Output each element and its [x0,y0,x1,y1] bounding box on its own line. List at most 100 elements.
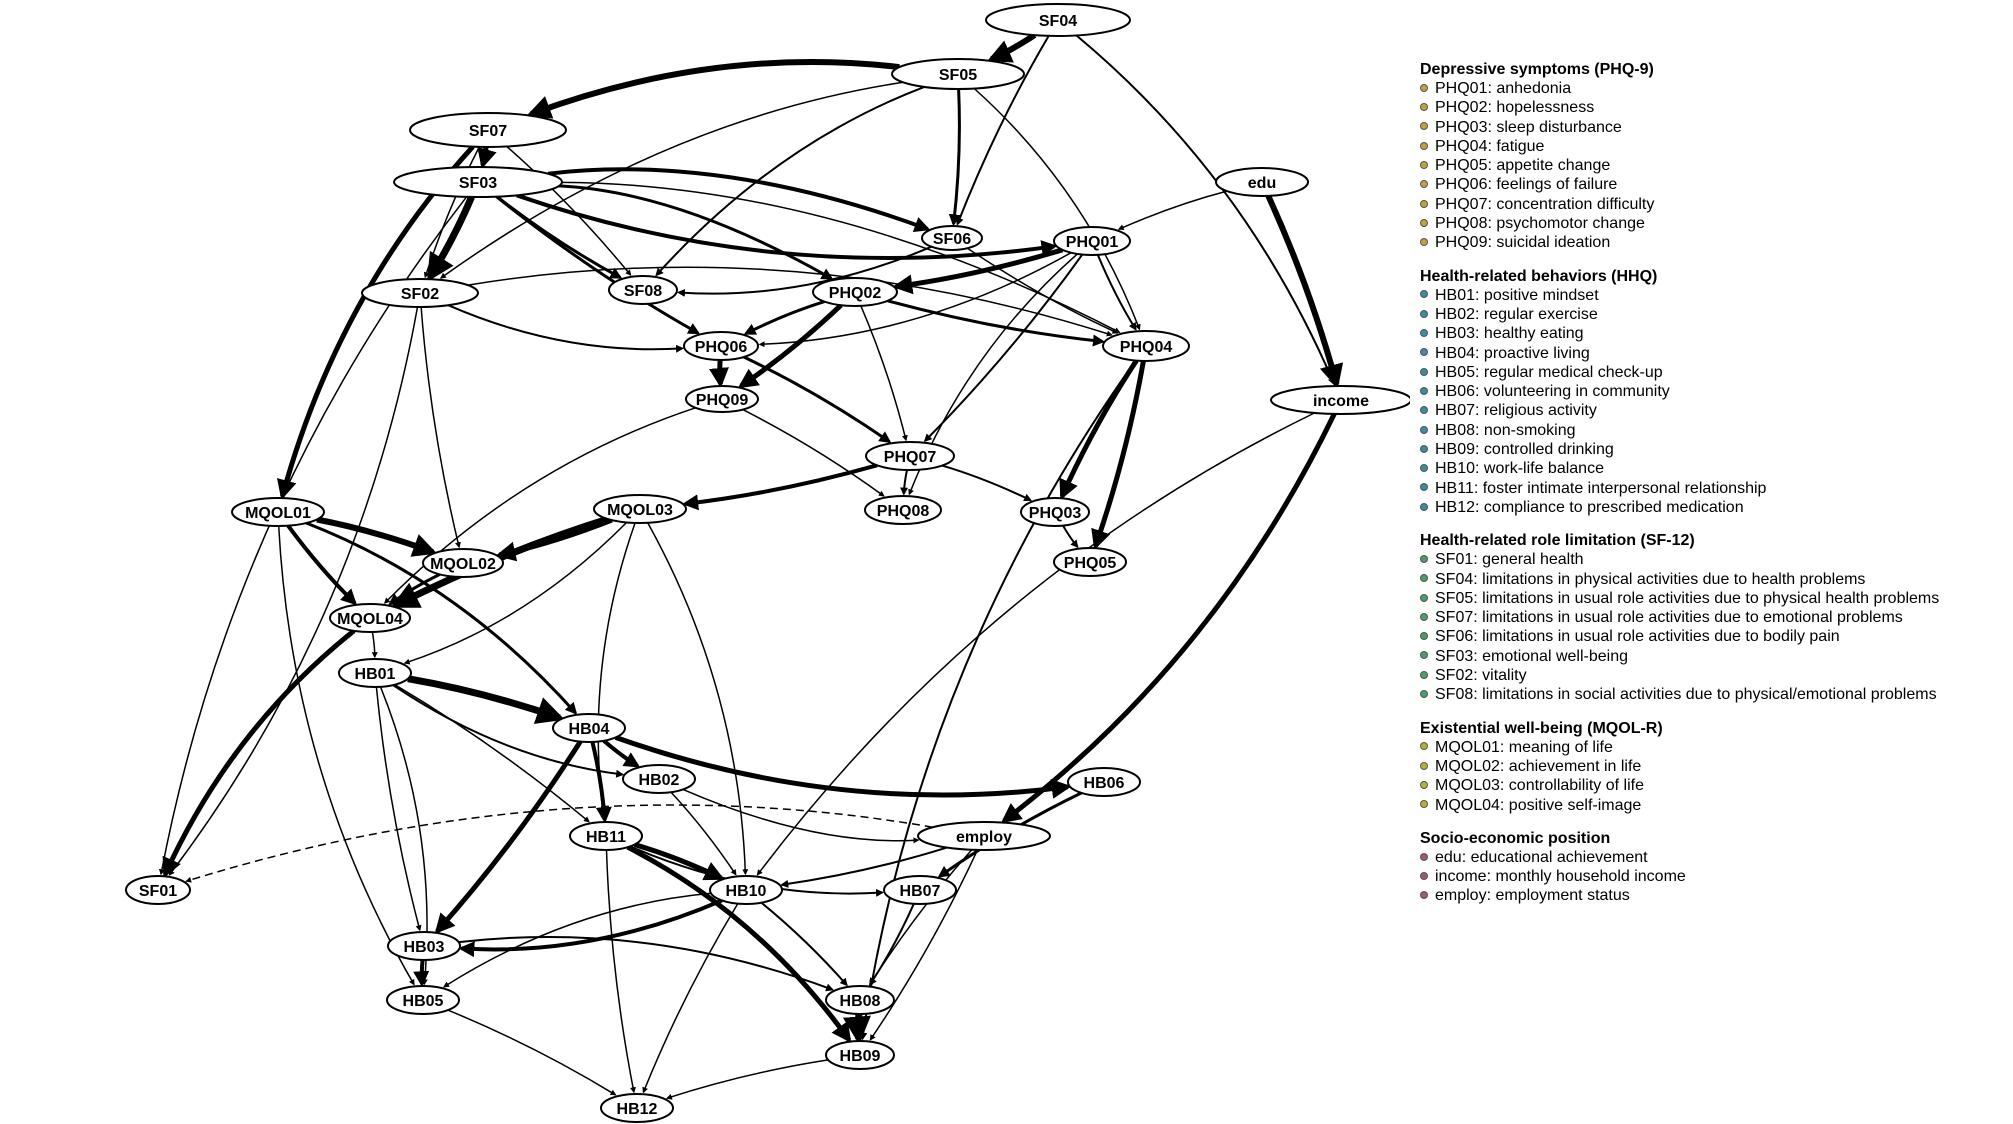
legend-group-title: Socio-economic position [1420,829,1611,847]
edge-phq01-phq07 [923,253,1084,443]
edge-hb01-hb11 [394,684,590,823]
legend-item-text: HB04: proactive living [1435,344,1590,362]
node-edu[interactable]: edu [1215,167,1309,197]
legend-item: edu: educational achievement [1420,848,2010,867]
node-mqol03[interactable]: MQOL03 [593,494,687,524]
bullet-dot-icon [1420,593,1428,602]
node-hb08[interactable]: HB08 [825,985,895,1015]
node-phq06[interactable]: PHQ06 [683,331,759,361]
node-sf06[interactable]: SF06 [921,225,983,251]
node-label: PHQ04 [1120,339,1173,356]
legend-group: Health-related role limitation (SF-12)SF… [1420,531,2010,704]
edge-hb04-hb02 [602,739,641,768]
bullet-dot-icon [1420,555,1428,563]
node-ellipse [1102,330,1190,362]
legend-item-text: SF08: limitations in social activities d… [1435,686,1937,704]
node-hb09[interactable]: HB09 [825,1040,895,1070]
node-phq03[interactable]: PHQ03 [1020,497,1090,527]
legend-item-text: edu: educational achievement [1435,848,1648,866]
legend-item: SF05: limitations in usual role activiti… [1420,589,2010,608]
edge-hb04-hb11 [590,741,612,824]
edge-hb03-hb05 [413,959,430,988]
node-ellipse [1067,767,1141,797]
bullet-dot-icon [1420,444,1428,453]
node-hb05[interactable]: HB05 [386,985,460,1015]
bullet-dot-icon [1420,180,1428,189]
node-ellipse [386,985,460,1015]
node-ellipse [361,278,479,308]
node-hb07[interactable]: HB07 [883,875,957,905]
node-sf07[interactable]: SF07 [409,112,567,148]
edge-mqol03-hb01 [403,521,628,665]
bullet-dot-icon [1420,290,1428,299]
node-label: MQOL03 [607,502,673,519]
node-phq05[interactable]: PHQ05 [1053,547,1127,577]
node-ellipse [608,275,678,305]
node-hb01[interactable]: HB01 [338,658,412,688]
edge-sf05-sf02 [439,81,904,279]
node-hb06[interactable]: HB06 [1067,767,1141,797]
node-mqol02[interactable]: MQOL02 [422,548,504,578]
legend-item: PHQ07: concentration difficulty [1420,195,2010,214]
node-label: PHQ01 [1066,234,1119,251]
legend-item: HB10: work-life balance [1420,459,2010,478]
node-sf05[interactable]: SF05 [891,58,1025,90]
node-phq02[interactable]: PHQ02 [812,277,898,307]
node-sf03[interactable]: SF03 [393,166,563,198]
node-phq08[interactable]: PHQ08 [864,495,942,525]
bullet-dot-icon [1420,218,1428,227]
node-label: PHQ09 [696,392,749,409]
node-phq01[interactable]: PHQ01 [1053,226,1131,256]
node-ellipse [985,3,1131,37]
node-label: SF07 [469,123,507,140]
edge-sf03-phq04 [561,181,1121,333]
edge-sf05-sf07 [526,58,900,119]
node-hb02[interactable]: HB02 [622,764,696,794]
node-income[interactable]: income [1270,385,1410,415]
legend-item: SF03: emotional well-being [1420,647,2010,666]
legend-item-text: MQOL01: meaning of life [1435,738,1613,756]
legend-item-text: SF01: general health [1435,551,1584,569]
edge-hb10-hb12 [642,903,739,1094]
node-mqol01[interactable]: MQOL01 [231,497,325,527]
node-employ[interactable]: employ [917,821,1051,851]
node-hb11[interactable]: HB11 [569,821,643,851]
bullet-dot-icon [1420,612,1428,621]
node-ellipse [593,494,687,524]
node-sf01[interactable]: SF01 [125,875,191,905]
node-label: PHQ06 [695,339,748,356]
legend-item-text: HB08: non-smoking [1435,421,1576,439]
node-sf04[interactable]: SF04 [985,3,1131,37]
node-phq07[interactable]: PHQ07 [865,441,955,471]
node-ellipse [409,112,567,148]
node-hb03[interactable]: HB03 [387,931,461,961]
node-ellipse [1020,497,1090,527]
node-mqol04[interactable]: MQOL04 [329,603,411,633]
node-sf02[interactable]: SF02 [361,278,479,308]
edge-hb03-hb08 [458,936,834,992]
node-ellipse [600,1093,674,1123]
node-hb10[interactable]: HB10 [709,875,783,905]
node-sf08[interactable]: SF08 [608,275,678,305]
legend-item-text: PHQ02: hopelessness [1435,99,1595,117]
legend-item: HB11: foster intimate interpersonal rela… [1420,479,2010,498]
legend-item: HB08: non-smoking [1420,421,2010,440]
edge-sf07-mqol01 [276,145,475,500]
edge-phq01-phq04 [1096,254,1137,331]
edge-hb04-hb06 [614,735,1072,799]
edge-mqol02-mqol04 [388,573,441,606]
legend-group-title: Health-related role limitation (SF-12) [1420,532,1695,550]
legend-item-text: PHQ07: concentration difficulty [1435,195,1655,213]
node-ellipse [552,713,626,743]
node-hb12[interactable]: HB12 [600,1093,674,1123]
node-phq04[interactable]: PHQ04 [1102,330,1190,362]
bullet-dot-icon [1420,483,1428,492]
node-phq09[interactable]: PHQ09 [685,385,759,413]
bullet-dot-icon [1420,425,1428,434]
node-hb04[interactable]: HB04 [552,713,626,743]
bullet-dot-icon [1420,780,1428,789]
bullet-dot-icon [1420,800,1428,809]
bullet-dot-icon [1420,406,1428,415]
node-label: HB09 [840,1048,881,1065]
